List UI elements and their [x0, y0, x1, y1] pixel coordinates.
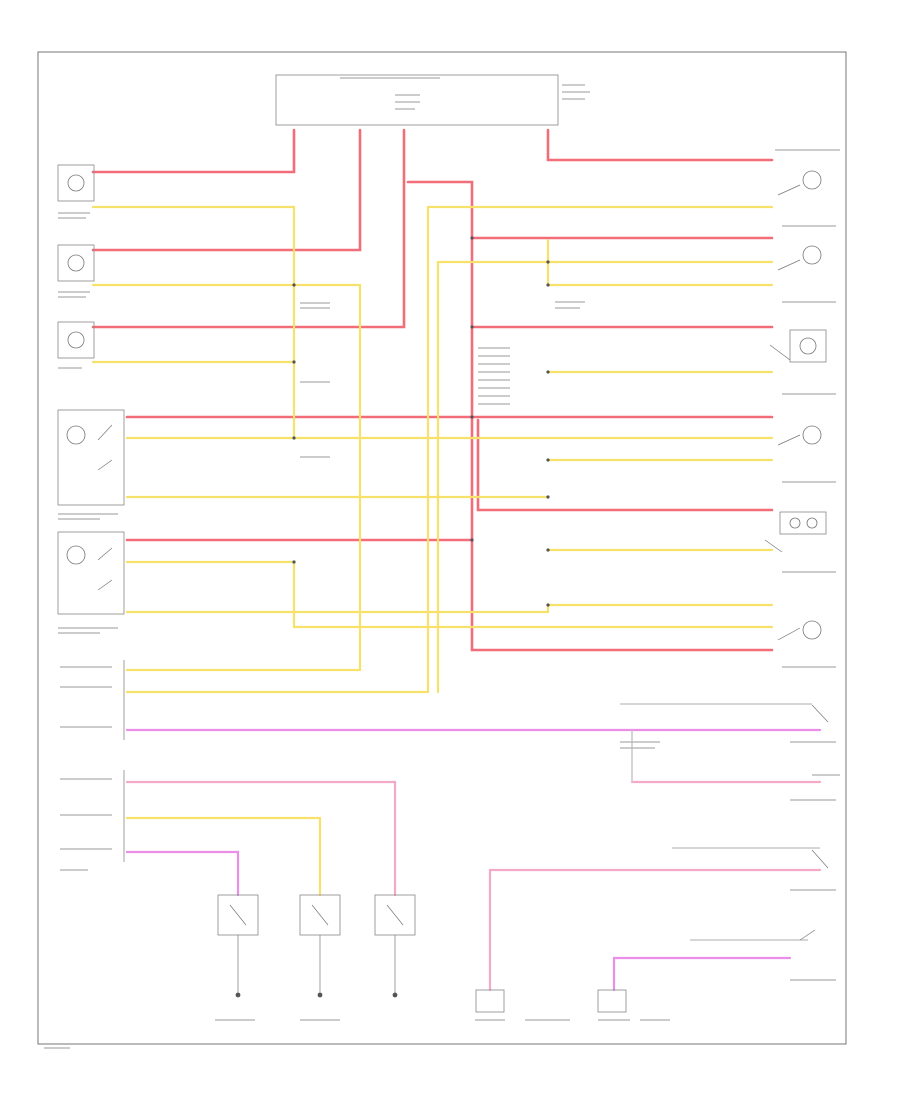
wire-magenta-3 [612, 956, 792, 992]
label-marks [44, 212, 836, 1049]
wire-yellow-8 [125, 205, 774, 694]
left-components [57, 164, 125, 862]
right-vanity-lamp [779, 511, 827, 535]
door-switch-4 [799, 929, 816, 941]
right-components [764, 149, 840, 941]
splice-points [292, 236, 550, 607]
wire-red-2 [91, 128, 362, 252]
wire-red-3 [91, 128, 406, 329]
left-lamp-1 [57, 164, 95, 202]
wire-yellow-1 [91, 205, 296, 440]
wire-red-5 [546, 128, 774, 162]
wire-red-9 [476, 418, 774, 512]
left-vanity-lamp [789, 329, 827, 363]
wire-pink-3 [488, 868, 822, 992]
wire-red-1 [91, 128, 296, 174]
left-lamp-2 [57, 244, 95, 282]
right-front-door-handle-lamp [802, 620, 822, 640]
left-front-courtesy-lamp-assembly [57, 409, 125, 506]
right-front-courtesy-lamp-assembly [57, 531, 125, 615]
wire-yellow-7 [125, 603, 774, 614]
wire-yellow-2 [91, 283, 362, 672]
left-front-door-handle-lamp [802, 245, 822, 265]
wires [91, 128, 822, 992]
door-switch-1 [811, 704, 829, 723]
glovebox-lamp [802, 170, 822, 190]
wire-pink-1 [125, 780, 397, 897]
wire-red-4 [406, 180, 474, 652]
rear-dome-lamp [802, 425, 822, 445]
left-lamp-3 [57, 321, 95, 359]
diagram-frame [37, 51, 847, 1045]
wire-yellow-14 [125, 816, 322, 897]
wire-yellow-6 [125, 560, 774, 629]
central-control-module [275, 74, 590, 126]
door-switch-3 [811, 849, 829, 869]
wire-magenta-2 [125, 850, 240, 897]
bottom-components [217, 894, 627, 1013]
left-front-door-lock-switch [475, 989, 505, 1013]
right-front-door-lock-switch [597, 989, 627, 1013]
